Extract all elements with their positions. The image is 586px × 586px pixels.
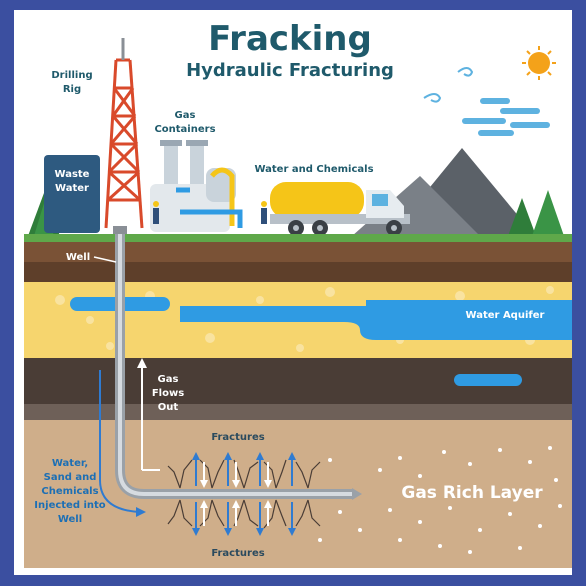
gas-containers-label-line2: Containers <box>154 124 215 135</box>
injected-label-line4: Injected into <box>34 500 106 511</box>
gas-containers-label-line1: Gas <box>175 110 196 121</box>
gas-flows-out-label-line1: Gas <box>158 374 179 385</box>
sun-icon <box>522 46 556 80</box>
drilling-rig <box>104 58 144 229</box>
injected-label-line3: Chemicals <box>41 486 98 497</box>
fracture-flow-arrows <box>192 452 296 536</box>
fractures-bottom-label: Fractures <box>211 548 264 559</box>
injected-label-line5: Well <box>58 514 82 525</box>
worker-left <box>153 201 159 224</box>
gas-rich-layer-label: Gas Rich Layer <box>401 483 543 503</box>
well-bore <box>113 226 362 500</box>
gas-bubbles <box>318 446 562 554</box>
topsoil-layer <box>24 242 572 262</box>
well-pointer <box>93 256 117 263</box>
waste-water-label-line1: Waste <box>55 169 90 180</box>
gas-flows-out-label-line3: Out <box>158 402 179 413</box>
cloud-icon <box>462 98 550 136</box>
drilling-rig-label-line1: Drilling <box>51 70 92 81</box>
waste-water-label-line2: Water <box>55 183 89 194</box>
tree-right <box>508 190 564 236</box>
grass-layer <box>24 234 572 242</box>
aquifer-pocket <box>454 374 522 386</box>
drilling-rig-label-line2: Rig <box>63 84 81 95</box>
gas-flows-up-arrow <box>137 358 160 471</box>
title: Fracking <box>208 19 372 59</box>
fractures-top-label: Fractures <box>211 432 264 443</box>
injected-label-line1: Water, <box>52 458 88 469</box>
injected-label-line2: Sand and <box>44 472 97 483</box>
grey-rock-layer <box>24 404 572 420</box>
water-truck <box>270 182 410 236</box>
subsoil-layer <box>24 262 572 282</box>
injection-arrow <box>99 370 146 517</box>
water-aquifer-label: Water Aquifer <box>466 310 545 321</box>
wind-icon <box>423 67 474 103</box>
waste-water-tank <box>44 155 100 233</box>
gas-flows-out-label-line2: Flows <box>152 388 184 399</box>
subtitle: Hydraulic Fracturing <box>186 60 394 81</box>
gas-containers <box>150 140 243 232</box>
water-chemicals-label: Water and Chemicals <box>254 164 373 175</box>
worker-right <box>261 201 267 224</box>
well-label: Well <box>66 252 90 263</box>
fractures-zone <box>167 459 321 529</box>
